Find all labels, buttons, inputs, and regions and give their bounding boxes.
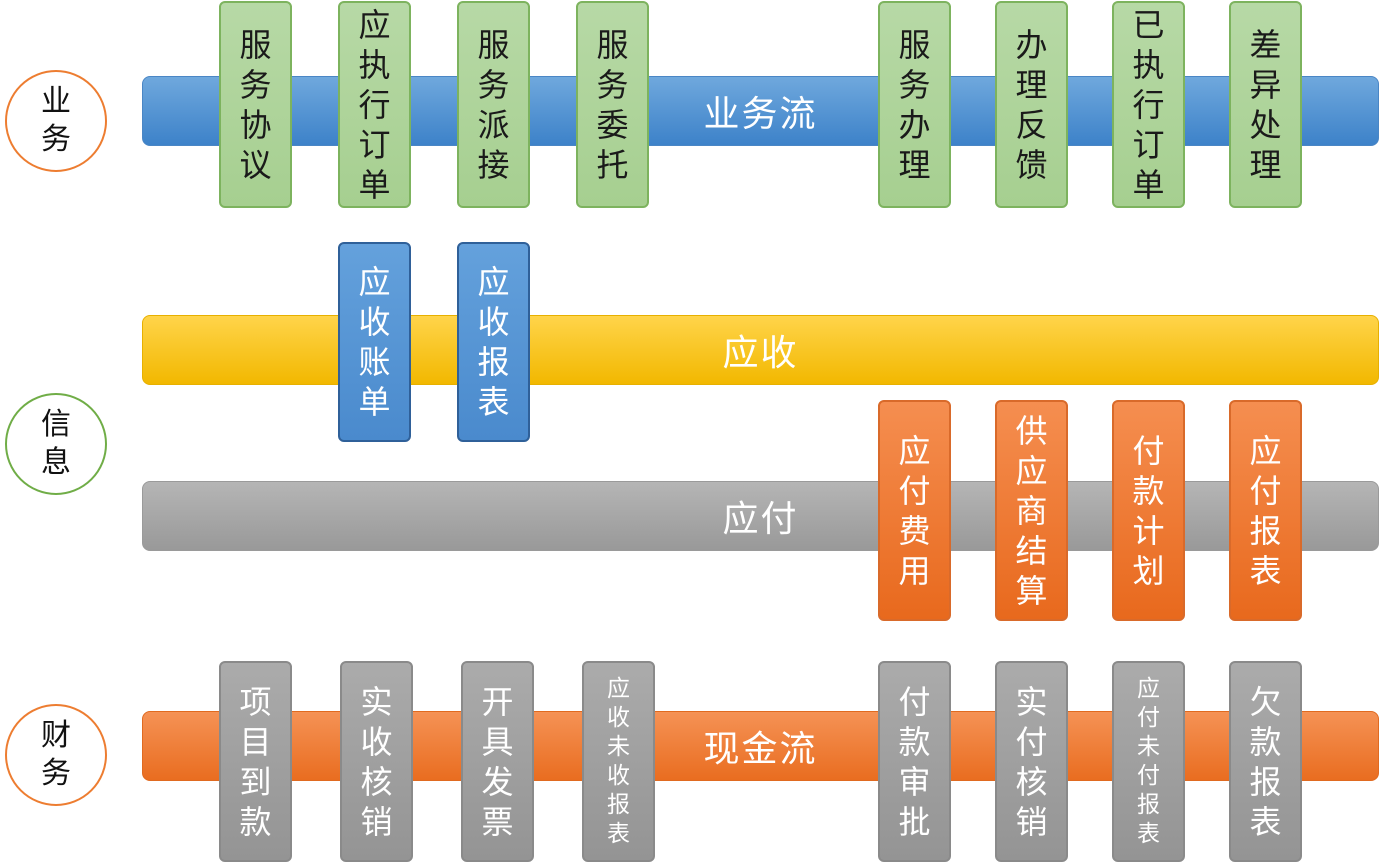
business-box-8: 差异处理 [1229,1,1302,208]
box-label: 差异处理 [1249,25,1282,184]
cashflow-label: 现金流 [703,729,818,770]
box-label: 应执行订单 [358,5,391,204]
finance-box-3: 开具发票 [461,661,534,862]
cashflow-bar: 现金流 [142,711,1379,781]
payable-box-3: 付款计划 [1112,400,1185,621]
business-box-7: 已执行订单 [1112,1,1185,208]
payable-bar: 应付 [142,481,1379,551]
box-label: 供应商结算 [1015,411,1048,610]
payable-label: 应付 [722,499,799,540]
business-box-5: 服务办理 [878,1,951,208]
box-label: 应付未付报表 [1137,675,1160,847]
payable-box-1: 应付费用 [878,400,951,621]
business-box-1: 服务协议 [219,1,292,208]
box-label: 已执行订单 [1132,5,1165,204]
box-label: 服务委托 [596,25,629,184]
box-label: 付款审批 [898,682,931,841]
business-box-2: 应执行订单 [338,1,411,208]
finance-box-2: 实收核销 [340,661,413,862]
business-box-4: 服务委托 [576,1,649,208]
business-box-6: 办理反馈 [995,1,1068,208]
finance-label: 财务 [41,718,71,791]
box-label: 应收报表 [477,263,510,421]
finance-box-5: 付款审批 [878,661,951,862]
box-label: 开具发票 [481,682,514,841]
box-label: 办理反馈 [1015,25,1048,184]
receivable-box-2: 应收报表 [457,242,530,442]
box-label: 欠款报表 [1249,682,1282,841]
business-flow-label: 业务流 [703,94,818,135]
box-label: 实付核销 [1015,682,1048,841]
finance-circle: 财务 [5,704,107,806]
info-circle: 信息 [5,393,107,495]
finance-box-4: 应收未收报表 [582,661,655,862]
box-label: 实收核销 [360,682,393,841]
box-label: 项目到款 [239,682,272,841]
box-label: 付款计划 [1132,431,1165,590]
finance-box-6: 实付核销 [995,661,1068,862]
finance-box-7: 应付未付报表 [1112,661,1185,862]
box-label: 服务派接 [477,25,510,184]
box-label: 应收未收报表 [607,675,630,847]
box-label: 服务协议 [239,25,272,184]
box-label: 服务办理 [898,25,931,184]
receivable-label: 应收 [722,333,799,374]
business-circle: 业务 [5,70,107,172]
receivable-bar: 应收 [142,315,1379,385]
box-label: 应收账单 [358,263,391,421]
business-box-3: 服务派接 [457,1,530,208]
finance-box-8: 欠款报表 [1229,661,1302,862]
business-flow-bar: 业务流 [142,76,1379,146]
box-label: 应付报表 [1249,431,1282,590]
receivable-box-1: 应收账单 [338,242,411,442]
finance-box-1: 项目到款 [219,661,292,862]
info-label: 信息 [41,407,71,480]
payable-box-4: 应付报表 [1229,400,1302,621]
payable-box-2: 供应商结算 [995,400,1068,621]
box-label: 应付费用 [898,431,931,590]
business-label: 业务 [41,84,71,157]
